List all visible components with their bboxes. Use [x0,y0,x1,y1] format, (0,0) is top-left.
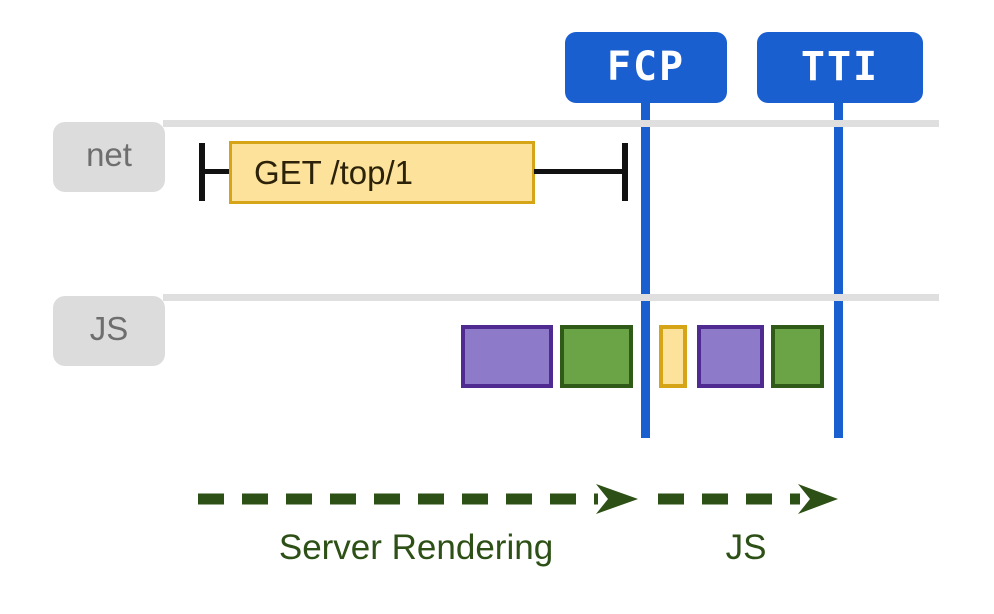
js-task-block[interactable] [771,325,824,388]
js-task-block[interactable] [659,325,687,388]
milestone-badge-tti[interactable]: TTI [757,32,923,103]
phase-arrow-icon [198,484,638,514]
js-task-block[interactable] [461,325,553,388]
network-request-bar[interactable]: GET /top/1 [229,141,535,204]
js-task-block[interactable] [697,325,764,388]
network-request-label: GET /top/1 [254,153,413,191]
phase-caption-js: JS [725,528,767,567]
track-label-net: net [53,122,165,192]
track-label-js: JS [53,296,165,366]
milestone-badge-fcp[interactable]: FCP [565,32,727,103]
request-leading-stem [202,169,232,174]
js-task-block[interactable] [560,325,633,388]
phase-arrow-icon [658,484,838,514]
request-trailing-stem [534,169,626,174]
milestone-line-fcp [641,98,650,438]
milestone-line-tti [834,98,843,438]
track-rail-js [163,294,939,301]
phase-caption-server-rendering: Server Rendering [278,528,554,567]
request-end-cap [622,143,628,201]
track-rail-net [163,120,939,127]
